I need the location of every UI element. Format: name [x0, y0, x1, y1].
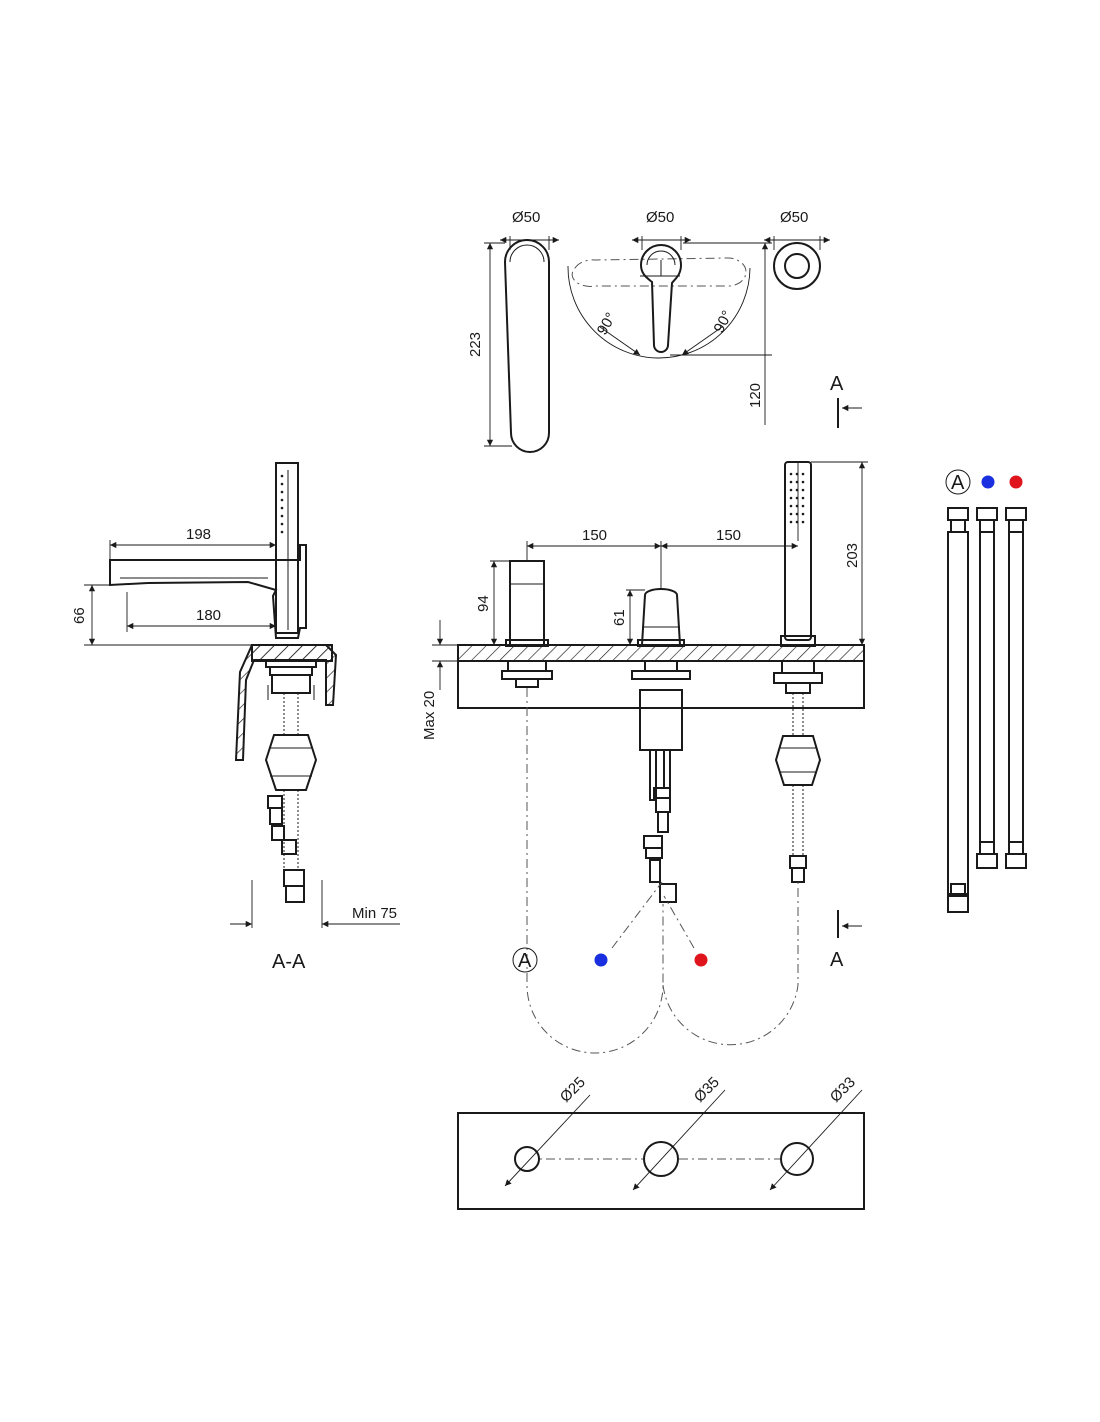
section-title: A-A	[272, 951, 306, 973]
legend-hot-dot	[1009, 475, 1023, 489]
cold-water-dot	[594, 953, 608, 967]
hose-hot	[1005, 507, 1027, 869]
hole-left	[514, 1146, 540, 1172]
shower-holder-plan: Ø50	[764, 209, 830, 290]
legend-cold-dot	[981, 475, 995, 489]
connection-a-marker: A	[512, 947, 538, 973]
hole-middle-label: Ø35	[691, 1074, 723, 1106]
mixer-plan: Ø50 90° 90° 120	[567, 209, 772, 425]
front-spout-height-label: 94	[475, 595, 492, 612]
top-view: Ø50 223 Ø50 90° 90° 1	[467, 209, 862, 453]
hole-right-label: Ø33	[827, 1074, 859, 1106]
connection-a-label: A	[518, 950, 532, 972]
hole-right	[780, 1142, 814, 1176]
front-shower	[773, 461, 823, 883]
spout-diameter-label: Ø50	[512, 209, 540, 226]
outlet-reach-label: 180	[196, 607, 221, 624]
front-spout	[501, 560, 553, 688]
shower-height-label: 203	[844, 543, 861, 568]
max-deck-label: Max 20	[421, 691, 438, 740]
shower-holder-diameter-label: Ø50	[780, 209, 808, 226]
spout-plan: Ø50 223	[467, 209, 559, 453]
legend-a-label: A	[951, 472, 965, 494]
spout-height-label: 66	[71, 607, 88, 624]
spout-length-label: 223	[467, 332, 484, 357]
section-marker-bottom-label: A	[830, 949, 844, 971]
handle-diameter-label: Ø50	[646, 209, 674, 226]
hot-water-dot	[694, 953, 708, 967]
spacing-right-label: 150	[716, 527, 741, 544]
min-clearance-label: Min 75	[352, 905, 397, 922]
spacing-left-label: 150	[582, 527, 607, 544]
hose-a	[947, 507, 969, 913]
cutout-plan: Ø25 Ø35 Ø33	[457, 1074, 865, 1210]
section-view: 198 180 66 Min 75 A-A	[71, 462, 400, 973]
spout-reach-label: 198	[186, 526, 211, 543]
handle-height-label: 120	[747, 383, 764, 408]
section-marker-bottom: A	[830, 910, 862, 971]
mixer-height-label: 61	[611, 609, 628, 626]
section-marker-top: A	[830, 373, 862, 428]
hose-legend: A	[945, 469, 1027, 913]
hose-cold	[976, 507, 998, 869]
front-mixer	[631, 588, 691, 903]
shower-head-holes-front	[789, 472, 805, 524]
shower-head-holes-section	[280, 474, 284, 534]
section-marker-top-label: A	[830, 373, 844, 395]
rotation-right-label: 90°	[711, 308, 737, 336]
front-view: 150 150 94 61 203 Max 20 A A	[421, 461, 868, 1054]
